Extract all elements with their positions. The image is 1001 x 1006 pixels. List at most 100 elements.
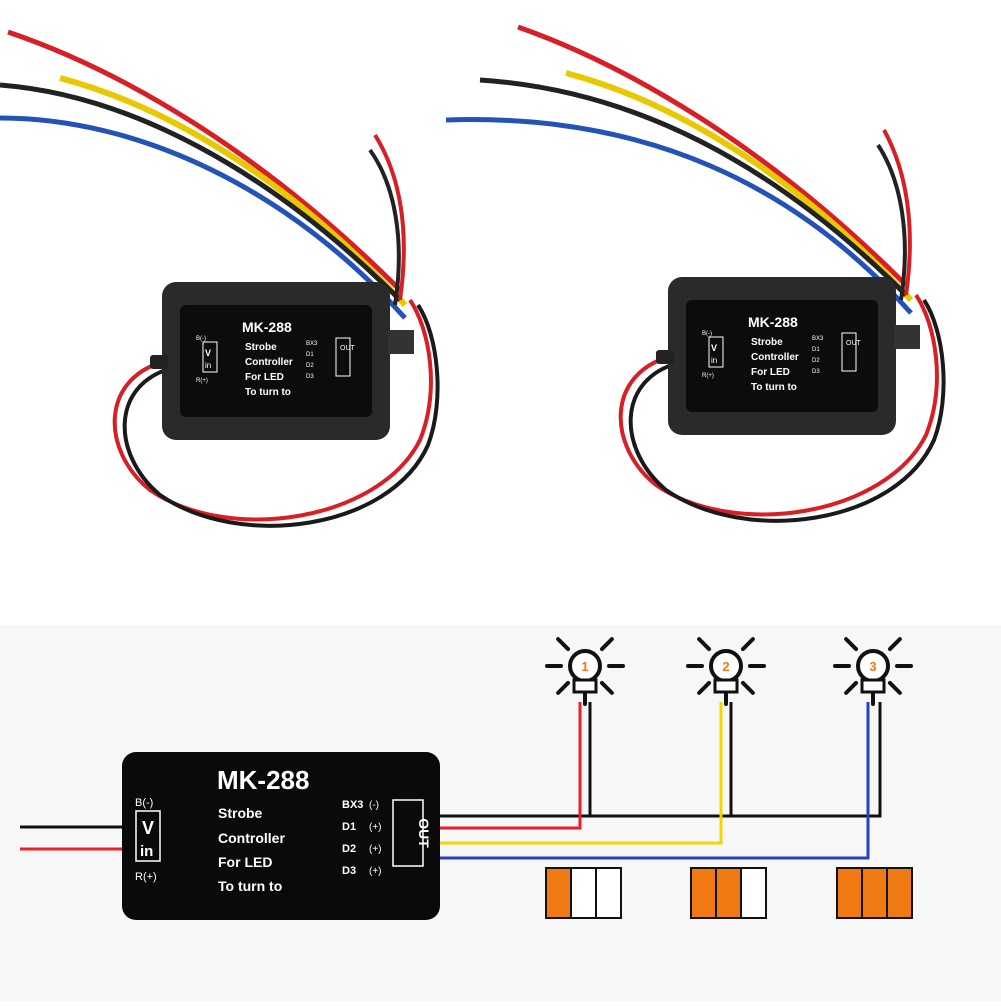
wire-black (368, 148, 401, 306)
diagram-out-d1: D1 (342, 821, 356, 833)
vin-b-label: B(-) (702, 331, 712, 337)
vin-r-label: R(+) (196, 378, 208, 384)
lamp-base (713, 678, 739, 694)
vin-v-label: V (205, 348, 211, 358)
diagram-model-label: MK-288 (217, 765, 309, 795)
lamp-number: 2 (722, 659, 729, 674)
device-line-2: Controller (245, 357, 293, 368)
out-box (335, 337, 351, 377)
diagram-line-1: Strobe (218, 805, 263, 821)
lamp-ray (844, 680, 859, 695)
diagram-in-r: R(+) (135, 871, 157, 883)
wire-black (876, 143, 907, 301)
lamp-base (860, 678, 886, 694)
sequence-cell (740, 867, 767, 919)
wire-red (112, 298, 433, 522)
lamp-ray (599, 680, 614, 695)
diagram-out-d3: D3 (342, 865, 356, 877)
out-d3-label: D3 (812, 369, 820, 375)
lamp-ray (740, 637, 755, 652)
diagram-vin-box (135, 810, 161, 862)
diagram-out-d2: D2 (342, 843, 356, 855)
wire-red (373, 133, 406, 301)
out-d1-label: D1 (306, 352, 314, 358)
diagram-line-3: For LED (218, 854, 272, 870)
wire-red (882, 129, 912, 296)
wire-yellow (59, 75, 408, 308)
lamp-number: 3 (869, 659, 876, 674)
diagram-vin-in: in (140, 843, 153, 860)
wiring-diagram: MK-288 Strobe Controller For LED To turn… (20, 637, 913, 920)
sequence-indicator (836, 867, 913, 919)
lamp-ray (844, 637, 859, 652)
diagram-out-d1-sign: (+) (369, 822, 382, 833)
lamp: 1 (545, 637, 625, 706)
sequence-cell (545, 867, 572, 919)
lamp: 2 (686, 637, 766, 706)
output-wire-red (440, 702, 582, 830)
sequence-cell (836, 867, 863, 919)
out-d1-label: D1 (812, 347, 820, 353)
diagram-line-2: Controller (218, 830, 285, 846)
wire-black (628, 298, 946, 523)
device-line-1: Strobe (751, 337, 783, 348)
device-line-1: Strobe (245, 342, 277, 353)
device-line-3: For LED (245, 372, 284, 383)
out-label: OUT (846, 340, 862, 347)
diagram-out-bx3-sign: (-) (369, 800, 379, 811)
lamp-ray (556, 680, 571, 695)
sequence-cell (690, 867, 717, 919)
diagram-out-label: OUT (416, 818, 432, 848)
device-line-3: For LED (751, 367, 790, 378)
lamp: 3 (833, 637, 913, 706)
lamp-ray (556, 637, 571, 652)
diagram-vin-v: V (142, 818, 154, 838)
diagram-controller (122, 752, 440, 920)
lamp-ray (887, 680, 902, 695)
output-wire-blue (440, 702, 870, 860)
diagram-in-b: B(-) (135, 797, 153, 809)
out-bx3-label: BX3 (306, 341, 318, 347)
vin-v-label: V (711, 343, 717, 353)
vin-b-label: B(-) (196, 336, 206, 342)
photo-unit-left: MK-288 Strobe Controller For LED To turn… (0, 29, 440, 528)
device-line-4: To turn to (751, 382, 797, 393)
out-bx3-label: BX3 (812, 336, 824, 342)
diagram-line-4: To turn to (218, 878, 282, 894)
model-label: MK-288 (242, 319, 292, 335)
sequence-cell (595, 867, 622, 919)
output-wire-yellow (440, 702, 723, 845)
photo-unit-right: MK-288 Strobe Controller For LED To turn… (445, 24, 946, 523)
lamp-ray (740, 680, 755, 695)
controller-label-panel (180, 305, 372, 417)
sequence-cell (715, 867, 742, 919)
sequence-cell (861, 867, 888, 919)
diagram-out-d2-sign: (+) (369, 844, 382, 855)
vin-in-label: in (711, 356, 717, 365)
lamp-ray (697, 637, 712, 652)
sequence-cell (570, 867, 597, 919)
out-box (841, 332, 857, 372)
controller-label-panel (686, 300, 878, 412)
out-label: OUT (340, 345, 356, 352)
wire-blue (445, 117, 913, 315)
sequence-indicator (690, 867, 767, 919)
wire-blue (0, 115, 407, 320)
lamp-group: 1 2 3 (545, 637, 913, 706)
wire-bundle (894, 325, 920, 349)
output-wire-black (440, 702, 882, 818)
lamp-number: 1 (581, 659, 588, 674)
diagram-out-bx3: BX3 (342, 799, 363, 811)
sequence-cell (886, 867, 913, 919)
wire-black (479, 77, 908, 297)
lamp-ray (599, 637, 614, 652)
wire-red (7, 29, 402, 292)
out-d2-label: D2 (306, 363, 314, 369)
lamp-ray (697, 680, 712, 695)
vin-box (202, 341, 218, 373)
wire-black (0, 82, 402, 302)
vin-in-label: in (205, 361, 211, 370)
sequence-group (545, 867, 913, 919)
diagram-out-box (392, 799, 424, 867)
